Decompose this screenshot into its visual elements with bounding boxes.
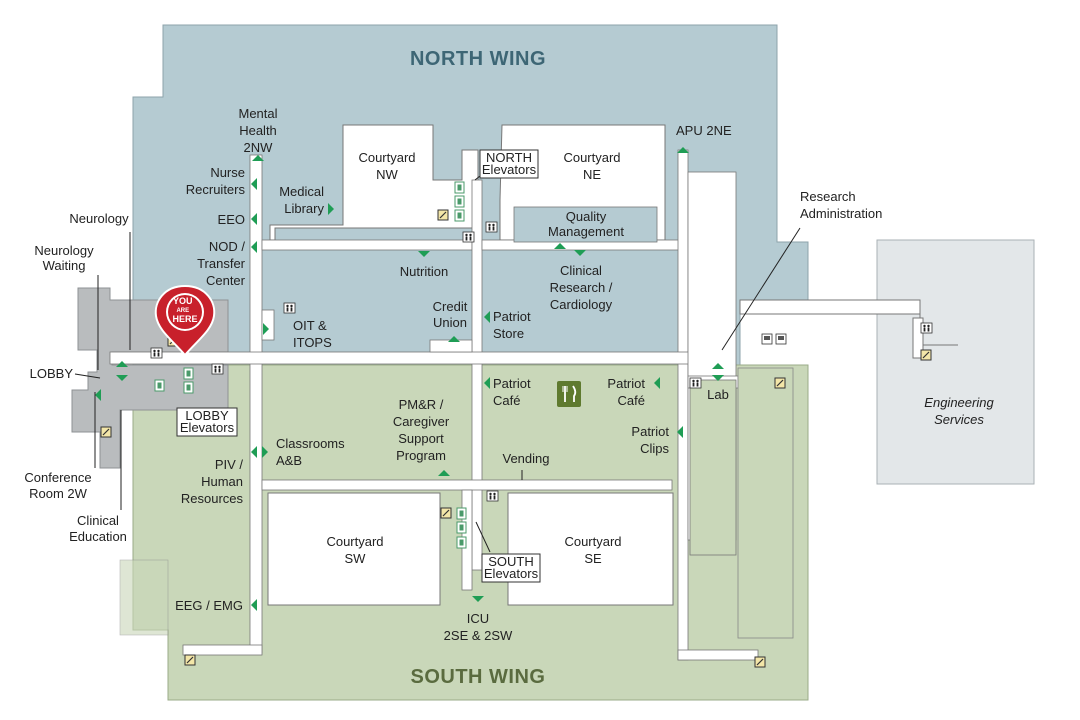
dining-icon [557, 381, 581, 407]
leader-lines [74, 167, 801, 553]
lobby-label: LOBBY [30, 366, 74, 381]
vending-label: Vending [503, 451, 550, 466]
north-wing-title: NORTH WING [410, 48, 546, 70]
south-elevator-icons [456, 507, 467, 549]
courtyard-sw-area [267, 492, 441, 606]
oit-label: OIT &ITOPS [293, 318, 332, 350]
north-elevator-icons [454, 181, 465, 222]
nutrition-label: Nutrition [400, 264, 448, 279]
eeg-label: EEG / EMG [175, 598, 243, 613]
location-pin-icon: YOU ARE HERE [154, 284, 216, 357]
connector-corridor [739, 299, 921, 315]
engineering-area [876, 239, 1035, 485]
south-wing-title: SOUTH WING [411, 666, 546, 688]
svg-text:YOU ARE HERE: YOU ARE HERE [172, 291, 197, 324]
eeo-label: EEO [218, 212, 245, 227]
quality-room [513, 206, 658, 243]
vending-icons [761, 333, 787, 345]
apu-label: APU 2NE [676, 123, 732, 138]
neurology-label: Neurology [69, 211, 129, 226]
courtyard-se-area [507, 492, 674, 606]
lab-room [689, 379, 737, 556]
lab-label: Lab [707, 387, 729, 402]
direction-arrows [95, 147, 724, 611]
